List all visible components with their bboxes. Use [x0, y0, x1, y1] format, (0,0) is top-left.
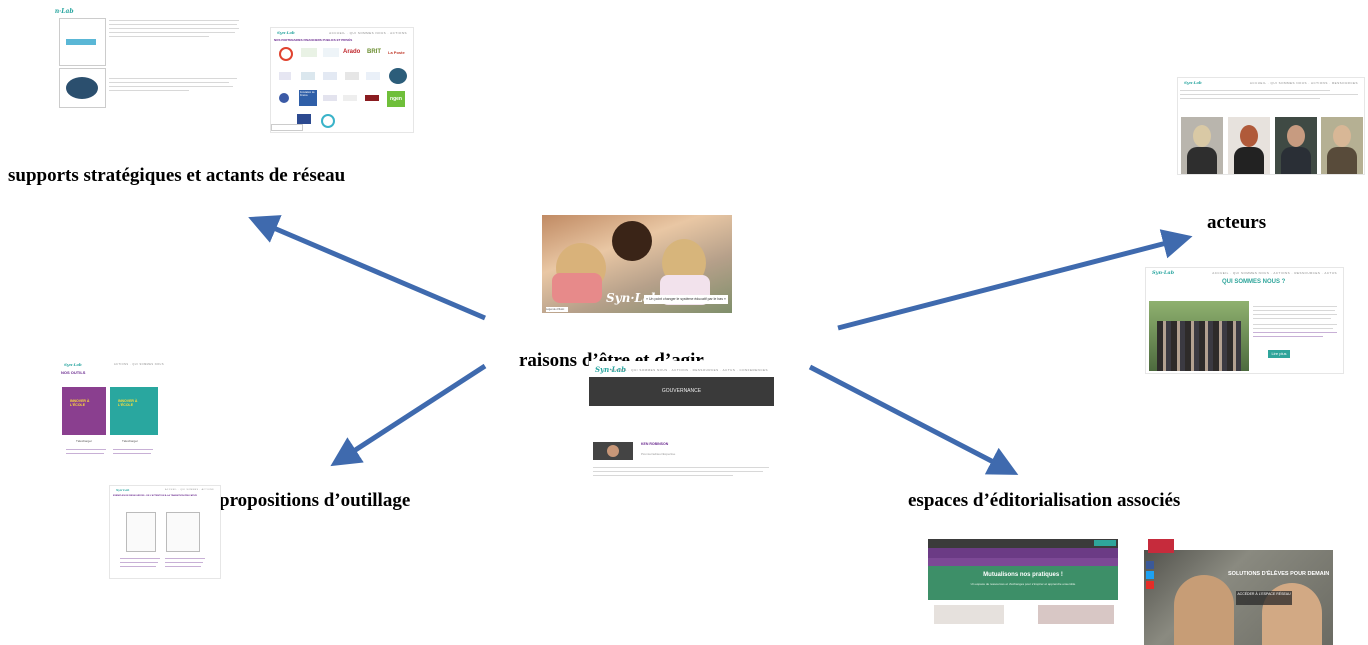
screenshot-team: Syn·Lab ACCUEIL · QUI SOMMES NOUS · ACTI…: [1178, 78, 1364, 174]
screenshot-article: Syn·Lab: [55, 8, 245, 108]
partner-logo: [389, 68, 407, 84]
brand-logo: [1148, 539, 1174, 553]
twitter-icon[interactable]: [1146, 571, 1154, 579]
synlab-logo: Syn·Lab: [116, 488, 130, 492]
access-network-button[interactable]: ACCÉDER À L'ESPACE RÉSEAU: [1236, 591, 1292, 605]
video-top-bar: [1144, 539, 1333, 550]
partner-logo-brit: BRIT: [367, 49, 381, 55]
partner-logo: [323, 72, 337, 80]
youtube-icon[interactable]: [1146, 581, 1154, 589]
partner-logo: [279, 47, 293, 61]
screenshot-mutualisons: Mutualisons nos pratiques ! Un espace de…: [928, 539, 1118, 624]
partner-logo: [366, 72, 380, 80]
menu-bar: [928, 548, 1118, 558]
label-bottom-right: espaces d’éditorialisation associés: [908, 490, 1181, 511]
sub-bar: [928, 558, 1118, 566]
arrow-top-left: [248, 215, 486, 321]
portrait-photo: [593, 442, 633, 460]
label-top-right: acteurs: [1207, 212, 1267, 233]
team-photo: [1275, 117, 1317, 174]
qui-title: QUI SOMMES NOUS ?: [1222, 279, 1286, 285]
cover-teal: INNOVER À L'ÉCOLE: [110, 387, 158, 435]
partner-logo: [279, 72, 291, 80]
team-photo: [1228, 117, 1270, 174]
screenshot-exemples-ressources: Syn·Lab ACCUEIL · QUI SOMMES · ACTIONS E…: [110, 486, 220, 578]
partner-logo: [345, 72, 359, 80]
partner-logo: [297, 114, 311, 124]
arrow-top-right: [837, 229, 1193, 331]
outils2-title: EXEMPLES DE RESSOURCES - DE L'ATTENTION …: [113, 495, 197, 497]
magazine-card-2[interactable]: [1038, 605, 1114, 624]
hero-tagline: « Un point changer le système éducatif p…: [644, 295, 728, 304]
partner-logo: [323, 48, 339, 57]
tree-image: [59, 68, 106, 108]
cover-title: INNOVER À L'ÉCOLE: [118, 399, 138, 407]
facebook-icon[interactable]: [1146, 561, 1154, 569]
screenshot-hero-children: Syn·Lab « Un point changer le système éd…: [542, 215, 732, 313]
cover-purple: INNOVER À L'ÉCOLE: [62, 387, 106, 435]
doc-thumbnail-left: [126, 512, 156, 552]
partner-logo-ngen: ngen: [387, 91, 405, 107]
screenshot-outils: Syn·Lab ACTIONS · QUI SOMMES NOUS NOS OU…: [58, 360, 170, 462]
hero-caption: Légende d’illustr.: [546, 307, 568, 312]
partner-logo: [279, 93, 289, 103]
screenshot-video-kids: SOLUTIONS D'ÉLÈVES POUR DEMAIN ACCÉDER À…: [1144, 539, 1333, 645]
outils-title: NOS OUTILS: [61, 370, 86, 375]
top-bar: [928, 539, 1118, 548]
gouvernance-banner: GOUVERNANCE: [589, 377, 774, 406]
partner-logo: [301, 72, 315, 80]
teacher-figure: [612, 221, 652, 261]
screenshot-gouvernance: Syn·Lab ACCUEIL · QUI SOMMES NOUS · ACTI…: [589, 361, 774, 483]
arrow-bottom-right: [808, 364, 1019, 475]
partner-logo: [321, 114, 335, 128]
partner-logo-laposte: La Poste: [388, 50, 405, 55]
partner-logo: [301, 48, 317, 57]
label-bottom-left: propositions d’outillage: [219, 490, 411, 511]
hero-band: Mutualisons nos pratiques ! Un espace de…: [928, 566, 1118, 600]
read-more-button[interactable]: Lire plus: [1268, 350, 1290, 358]
download-button-left[interactable]: Télécharger: [76, 439, 93, 443]
kid-figure-left: [1174, 575, 1234, 645]
screenshot-partners: Syn·Lab ACCUEIL · QUI SOMMES NOUS · ACTI…: [271, 28, 413, 132]
synlab-logo: Syn·Lab: [595, 365, 627, 374]
team-photo: [1181, 117, 1223, 174]
person-role: Pionnier/éditeur/Expertise: [641, 452, 676, 456]
group-photo: [1149, 301, 1249, 371]
partners-title: NOS PARTENAIRES FINANCIERS PUBLICS ET PR…: [274, 38, 353, 42]
team-photo: [1321, 117, 1363, 174]
child-shirt-left: [552, 273, 602, 303]
download-button-right[interactable]: Télécharger: [122, 439, 139, 443]
synlab-logo: Syn·Lab: [277, 30, 295, 35]
synlab-logo: Syn·Lab: [64, 362, 82, 367]
partner-logo: [323, 95, 337, 101]
partner-logo: [343, 95, 357, 101]
article-thumbnail-1: [59, 18, 106, 66]
magazine-subline: Un espace de ressources et d'échanges po…: [970, 582, 1076, 586]
partner-logo-fdf: Fondation de France: [299, 90, 317, 106]
arrow-bottom-left: [330, 363, 487, 467]
magazine-headline: Mutualisons nos pratiques !: [983, 572, 1063, 578]
partner-logo-arado: Arado: [343, 49, 361, 55]
screenshot-qui-sommes-nous: Syn·Lab ACCUEIL · QUI SOMMES NOUS · ACTI…: [1146, 268, 1343, 373]
label-top-left: supports stratégiques et actants de rése…: [8, 165, 346, 186]
login-button[interactable]: [1094, 540, 1116, 546]
video-headline: SOLUTIONS D'ÉLÈVES POUR DEMAIN: [1228, 571, 1330, 577]
magazine-card-1[interactable]: [934, 605, 1004, 624]
partner-logo: [365, 95, 379, 101]
doc-thumbnail-right: [166, 512, 200, 552]
partners-footer-button[interactable]: [271, 124, 303, 131]
synlab-logo: Syn·Lab: [1184, 80, 1202, 85]
synlab-logo: Syn·Lab: [55, 8, 74, 15]
person-name: KEN ROBINSON: [641, 442, 669, 446]
cover-title: INNOVER À L'ÉCOLE: [70, 399, 90, 407]
synlab-logo: Syn·Lab: [1152, 270, 1175, 276]
